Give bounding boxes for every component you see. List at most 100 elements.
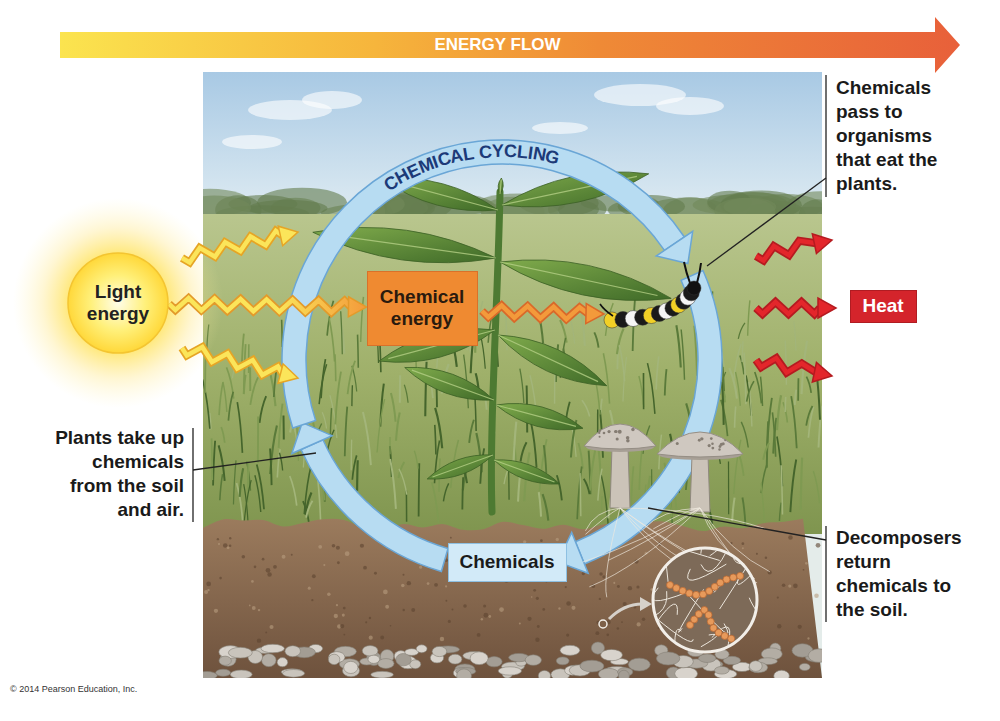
gravel bbox=[262, 654, 277, 667]
grass bbox=[506, 310, 507, 350]
light-ray bbox=[182, 231, 282, 263]
soil bbox=[741, 542, 744, 545]
soil bbox=[599, 572, 603, 576]
grass bbox=[404, 385, 408, 403]
soil bbox=[816, 543, 821, 548]
cycle-arrow bbox=[301, 440, 448, 572]
grass bbox=[435, 425, 436, 455]
soil bbox=[257, 638, 261, 642]
gravel bbox=[228, 647, 252, 658]
grass bbox=[738, 323, 745, 339]
soil bbox=[788, 535, 793, 540]
soil bbox=[805, 562, 808, 565]
energy-zigzag bbox=[182, 226, 298, 262]
grass bbox=[390, 459, 396, 509]
gravel bbox=[525, 655, 541, 666]
grass bbox=[777, 395, 781, 430]
soil bbox=[440, 637, 444, 641]
soil bbox=[343, 634, 345, 636]
cycle-arrow bbox=[282, 140, 684, 428]
node-text: Chemical energy bbox=[376, 286, 468, 330]
soil bbox=[477, 633, 481, 637]
soil bbox=[536, 597, 539, 600]
cycle-label: CHEMICAL CYCLING bbox=[377, 138, 566, 198]
grass bbox=[741, 422, 748, 448]
gravel bbox=[470, 652, 488, 665]
cycle-arrow bbox=[575, 271, 722, 564]
cycle-label-letter: C bbox=[478, 142, 493, 163]
leaf-vein bbox=[496, 405, 576, 426]
grass bbox=[435, 408, 442, 448]
grass bbox=[250, 377, 258, 405]
leaf-vein bbox=[432, 455, 493, 477]
node-text: Heat bbox=[862, 295, 903, 317]
soil bbox=[742, 547, 744, 549]
leaf bbox=[427, 455, 493, 479]
gravel bbox=[371, 671, 394, 678]
grass bbox=[598, 469, 602, 501]
gravel bbox=[219, 656, 231, 665]
leaf bbox=[405, 367, 494, 400]
heat-arrow bbox=[756, 241, 816, 261]
gravel bbox=[560, 645, 580, 655]
gravel bbox=[448, 654, 462, 664]
soil bbox=[483, 604, 486, 607]
grass bbox=[732, 498, 734, 522]
grass bbox=[742, 498, 745, 525]
grass bbox=[733, 344, 741, 382]
soil bbox=[558, 607, 560, 609]
grass bbox=[279, 453, 282, 471]
grass bbox=[676, 325, 680, 367]
grass bbox=[747, 381, 754, 402]
sky bbox=[203, 72, 822, 678]
gravel bbox=[216, 669, 231, 676]
soil bbox=[542, 608, 545, 611]
gravel bbox=[344, 661, 358, 673]
mushroom-spot bbox=[718, 448, 720, 450]
hypha bbox=[750, 553, 785, 583]
food-energy-arrow bbox=[482, 305, 588, 319]
bacteria-chain bbox=[723, 576, 730, 583]
grass bbox=[279, 404, 283, 448]
hypha bbox=[631, 591, 667, 621]
gravel bbox=[619, 670, 630, 678]
soil bbox=[402, 574, 404, 576]
soil bbox=[617, 627, 620, 630]
soil bbox=[342, 614, 345, 617]
grass bbox=[228, 392, 233, 421]
energy-zigzag bbox=[482, 304, 604, 324]
grass bbox=[785, 341, 786, 385]
soil bbox=[777, 597, 779, 599]
gravel bbox=[498, 667, 521, 675]
soil bbox=[308, 587, 311, 590]
leaf-vein bbox=[500, 179, 501, 194]
grass bbox=[319, 364, 327, 404]
gravel bbox=[410, 660, 421, 669]
grass bbox=[543, 494, 549, 521]
grass bbox=[728, 462, 729, 515]
soil bbox=[793, 584, 798, 589]
node-text: ENERGY FLOW bbox=[434, 35, 560, 55]
soil bbox=[383, 590, 388, 595]
soil bbox=[267, 572, 271, 576]
soil bbox=[731, 542, 733, 544]
caterpillar bbox=[600, 262, 701, 328]
mushroom-spot bbox=[698, 439, 701, 442]
soil bbox=[621, 621, 623, 623]
soil bbox=[311, 599, 313, 601]
grass bbox=[579, 473, 581, 516]
soil bbox=[419, 566, 422, 569]
gravel bbox=[362, 646, 378, 656]
bacteria-chain bbox=[728, 635, 735, 642]
grass bbox=[795, 390, 796, 405]
grass bbox=[603, 353, 609, 403]
soil bbox=[252, 606, 256, 610]
grass bbox=[544, 445, 547, 473]
leaf-vein bbox=[494, 460, 555, 482]
soil bbox=[533, 589, 536, 592]
grass bbox=[443, 483, 448, 501]
grass bbox=[244, 484, 248, 524]
sun-circle bbox=[68, 253, 168, 353]
callout-text: Chemicals pass to organisms that eat the… bbox=[836, 76, 964, 196]
soil bbox=[803, 569, 805, 571]
